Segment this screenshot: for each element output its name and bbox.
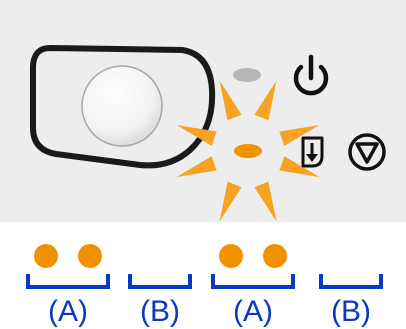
flashing-rays bbox=[176, 80, 320, 222]
lamp-flash-dot bbox=[78, 244, 102, 268]
alarm-lamp bbox=[234, 144, 262, 158]
step-bracket bbox=[319, 274, 383, 289]
flash-ray bbox=[279, 125, 320, 146]
step-bracket bbox=[211, 274, 295, 289]
step-bracket bbox=[26, 274, 110, 289]
step-label: (B) bbox=[331, 295, 371, 328]
stop-icon bbox=[348, 133, 386, 171]
flash-ray bbox=[176, 156, 217, 177]
operation-panel bbox=[0, 0, 406, 222]
step-label: (A) bbox=[233, 295, 273, 328]
flash-ray bbox=[254, 181, 277, 222]
sequence-step: (B) bbox=[319, 274, 383, 328]
flash-ray bbox=[219, 181, 242, 222]
flash-ray bbox=[279, 156, 320, 177]
flash-sequence: (A) (B) (A) (B) bbox=[26, 244, 383, 328]
step-label: (B) bbox=[140, 295, 180, 328]
paper-feed-icon bbox=[301, 136, 324, 168]
flash-ray bbox=[219, 80, 242, 121]
power-lamp bbox=[233, 68, 261, 82]
power-button-frame bbox=[30, 45, 216, 169]
power-icon bbox=[293, 54, 329, 96]
step-label: (A) bbox=[48, 295, 88, 328]
lamp-flash-dot bbox=[219, 244, 243, 268]
lamp-flash-dot bbox=[263, 244, 287, 268]
sequence-step: (A) bbox=[211, 244, 295, 328]
sequence-step: (A) bbox=[26, 244, 110, 328]
sequence-step: (B) bbox=[128, 274, 192, 328]
lamp-flash-dot bbox=[34, 244, 58, 268]
step-bracket bbox=[128, 274, 192, 289]
flash-ray bbox=[254, 80, 277, 121]
flash-ray bbox=[176, 125, 217, 146]
power-button[interactable] bbox=[81, 65, 163, 147]
